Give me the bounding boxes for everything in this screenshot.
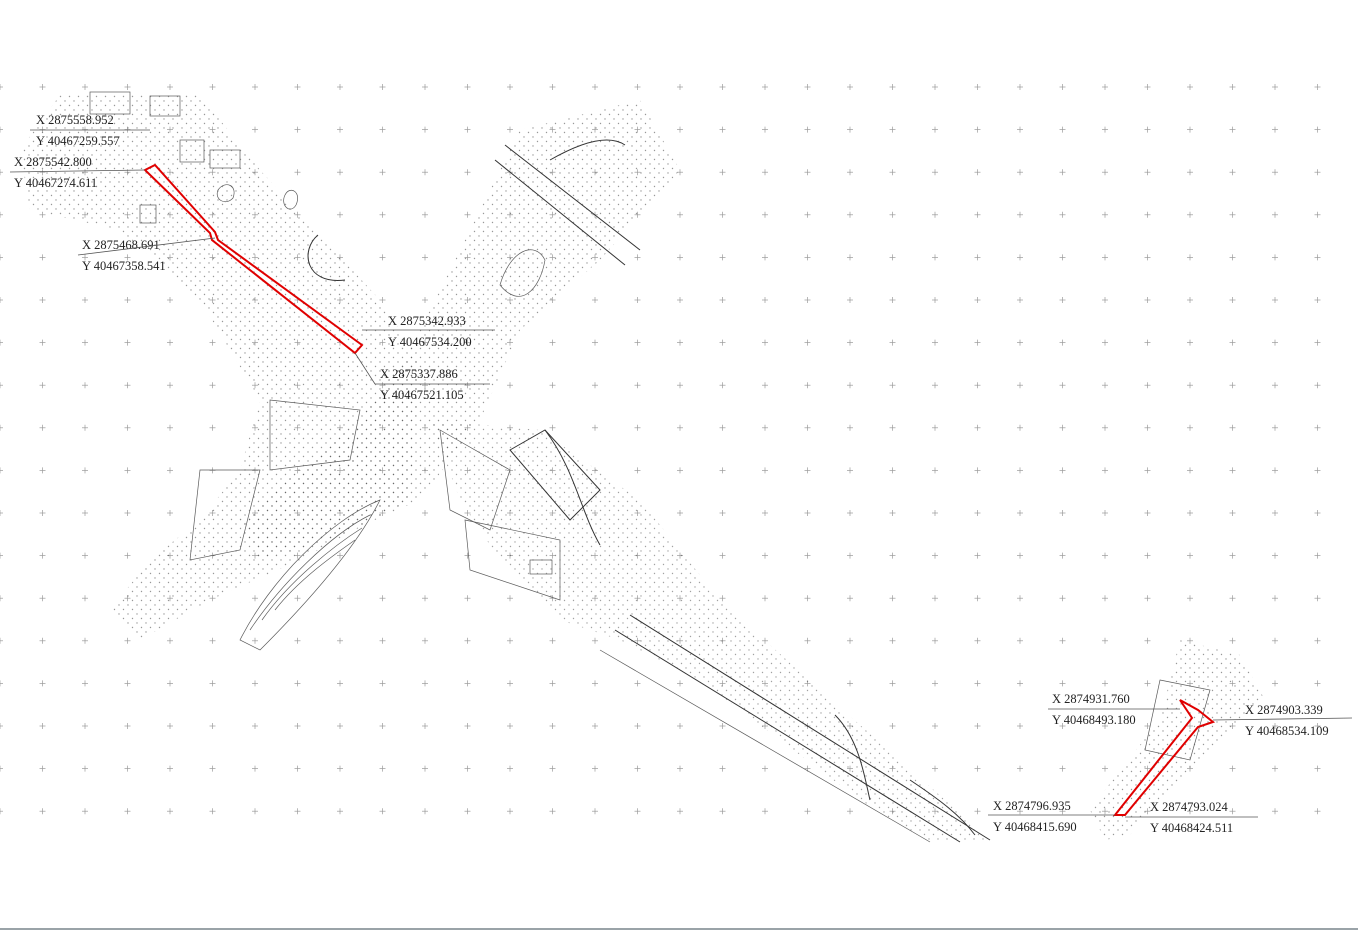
road-edge-2 <box>494 159 626 266</box>
building-2 <box>149 95 181 117</box>
terrain-layer <box>20 91 1265 843</box>
coord-c2-y: Y 40467274.611 <box>14 176 97 190</box>
slope-5 <box>909 779 976 836</box>
coordinate-labels: X 2875558.952 Y 40467259.557 X 2875542.8… <box>9 113 1353 835</box>
coord-c6-x: X 2874931.760 <box>1052 692 1130 706</box>
field-boundary-4 <box>269 399 361 471</box>
coord-c3-x: X 2875468.691 <box>82 238 160 252</box>
coord-c9-x: X 2874793.024 <box>1150 800 1229 814</box>
pond-2 <box>283 189 298 210</box>
coord-c5-x: X 2875337.886 <box>380 367 458 381</box>
coord-c1-x: X 2875558.952 <box>36 113 114 127</box>
field-boundary-5 <box>1144 679 1211 761</box>
road-edge-5 <box>599 649 931 843</box>
slope-3 <box>544 429 601 546</box>
coord-c8-y: Y 40468415.690 <box>993 820 1077 834</box>
slope-4 <box>834 714 871 801</box>
road-edge-3 <box>629 614 991 841</box>
coord-c1-y: Y 40467259.557 <box>36 134 120 148</box>
contour-2 <box>249 514 371 631</box>
pond-3 <box>216 184 235 202</box>
coord-c7-y: Y 40468534.109 <box>1245 724 1329 738</box>
field-boundary-2 <box>464 519 561 601</box>
building-7 <box>529 559 553 575</box>
building-3 <box>179 139 205 163</box>
field-boundary-1 <box>439 429 511 531</box>
parcel-layer <box>143 163 1216 816</box>
coord-c4-y: Y 40467534.200 <box>388 335 472 349</box>
leader-c2 <box>9 169 146 173</box>
leader-c7 <box>1212 717 1353 721</box>
parcel-nw <box>143 163 364 355</box>
coord-c8-x: X 2874796.935 <box>993 799 1071 813</box>
slope-2 <box>549 139 626 161</box>
field-boundary-3 <box>189 469 261 561</box>
building-5 <box>139 204 157 224</box>
contour-3 <box>261 527 363 621</box>
pond-1 <box>499 249 546 297</box>
building-1 <box>89 91 131 115</box>
contour-4 <box>274 539 356 611</box>
coord-c6-y: Y 40468493.180 <box>1052 713 1136 727</box>
parcel-se <box>1112 699 1216 816</box>
leader-c5 <box>354 352 376 385</box>
road-edge-4 <box>614 629 961 843</box>
coord-c5-y: Y 40467521.105 <box>380 388 464 402</box>
road-edge-1 <box>504 144 641 251</box>
coord-c9-y: Y 40468424.511 <box>1150 821 1233 835</box>
leader-c3 <box>77 237 216 256</box>
slope-1 <box>307 234 346 281</box>
building-4 <box>209 149 241 169</box>
building-6 <box>509 429 601 521</box>
coord-c4-x: X 2875342.933 <box>388 314 466 328</box>
contour-1 <box>239 499 381 651</box>
coord-c7-x: X 2874903.339 <box>1245 703 1323 717</box>
coord-c3-y: Y 40467358.541 <box>82 259 166 273</box>
bottom-border <box>0 928 1358 930</box>
coord-c2-x: X 2875542.800 <box>14 155 92 169</box>
se-corridor-area <box>430 420 990 842</box>
